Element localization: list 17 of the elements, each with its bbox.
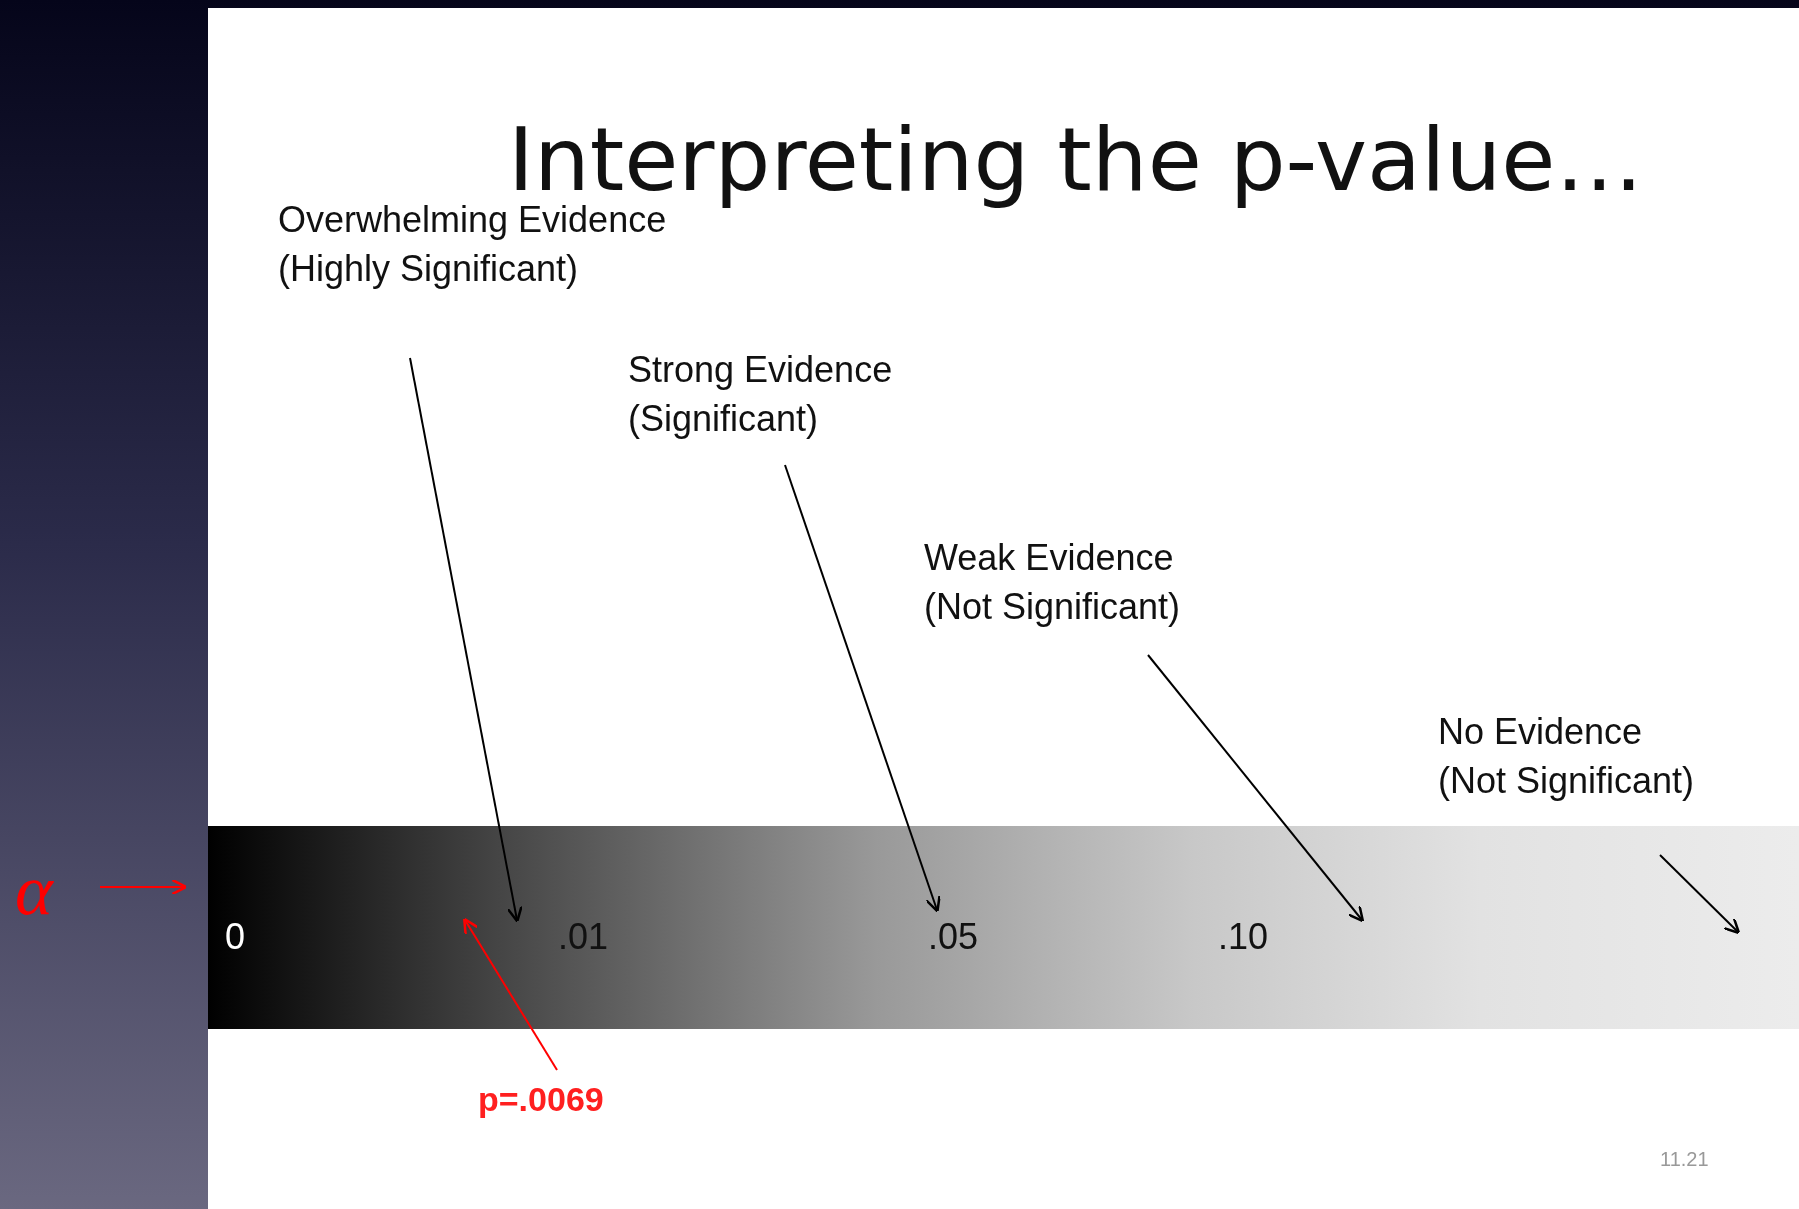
alpha-symbol: α: [15, 850, 53, 930]
scale-tick-label: .10: [1218, 916, 1269, 958]
evidence-label: No Evidence (Not Significant): [1438, 707, 1698, 805]
arrow: [99, 878, 188, 896]
arrow: [1659, 854, 1741, 935]
p-value-label: p=.0069: [478, 1075, 604, 1124]
scale-tick-label: .05: [928, 916, 979, 958]
evidence-label: Weak Evidence (Not Significant): [924, 533, 1244, 631]
arrow: [1147, 654, 1365, 923]
arrow: [463, 917, 558, 1071]
scale-tick-label: 0: [225, 916, 246, 958]
arrow: [409, 357, 523, 923]
evidence-label: Strong Evidence (Significant): [628, 345, 948, 443]
arrow: [784, 464, 941, 913]
scale-tick-label: .01: [558, 916, 609, 958]
gradient-scale-bar: [208, 826, 1799, 1029]
page-number: 11.21: [1660, 1148, 1709, 1171]
